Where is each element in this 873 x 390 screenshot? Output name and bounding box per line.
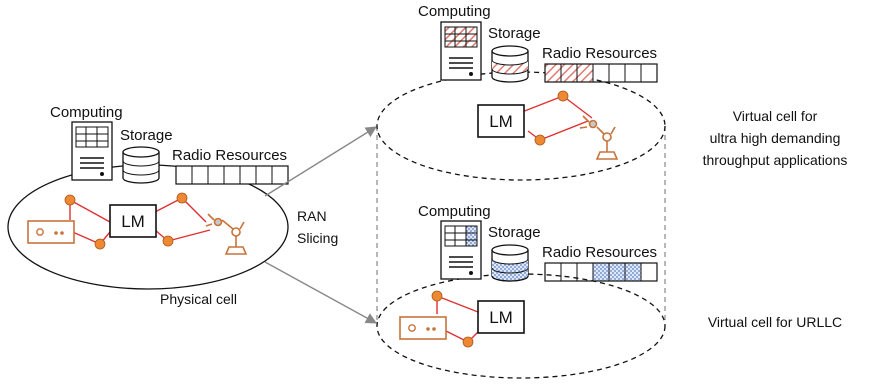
bottom-lm-label: LM	[489, 308, 513, 327]
top-node	[557, 90, 569, 102]
bottom-radio-label: Radio Resources	[542, 244, 657, 261]
physical-server-icon	[71, 121, 113, 181]
ran-label: RAN	[297, 208, 327, 224]
physical-storage-icon	[122, 146, 160, 184]
bottom-storage-label: Storage	[488, 224, 541, 241]
physical-robot-arm-icon	[205, 213, 248, 255]
bottom-storage-icon	[491, 244, 529, 282]
physical-node	[162, 235, 174, 247]
top-caption-line2: ultra high demanding	[710, 130, 841, 146]
physical-computing-label: Computing	[50, 104, 123, 121]
virtual-cell-top-group: Computing Storage Radio Resources	[376, 3, 848, 181]
physical-radio-label: Radio Resources	[172, 147, 287, 164]
top-server-icon	[440, 21, 482, 81]
top-radio-blocks	[544, 63, 658, 83]
bottom-lm-box: LM	[477, 300, 525, 334]
top-storage-label: Storage	[488, 25, 541, 42]
physical-lm-label: LM	[121, 212, 145, 231]
top-nodes	[534, 90, 569, 146]
slicing-arrow-up	[264, 126, 377, 197]
bottom-node	[462, 336, 474, 348]
top-computing-label: Computing	[418, 3, 491, 20]
bottom-nodes	[431, 290, 474, 348]
physical-radio-blocks	[175, 165, 289, 185]
physical-radio-device-icon	[27, 220, 75, 244]
physical-lm-box: LM	[109, 204, 157, 238]
bottom-radio-blocks	[544, 262, 658, 282]
bottom-node	[431, 290, 443, 302]
physical-cell-caption: Physical cell	[160, 291, 237, 307]
physical-cell-group: Computing Storage Radio Resources	[7, 104, 289, 307]
bottom-computing-label: Computing	[418, 203, 491, 220]
top-radio-label: Radio Resources	[542, 45, 657, 62]
physical-nodes	[64, 192, 188, 250]
slicing-label: Slicing	[297, 230, 338, 246]
bottom-radio-device-icon	[399, 316, 447, 340]
virtual-cell-bottom-group: Computing Storage Radio Resources	[376, 203, 842, 379]
top-lm-label: LM	[489, 112, 513, 131]
top-caption-line1: Virtual cell for	[733, 108, 818, 124]
slicing-arrow-down	[264, 261, 377, 324]
physical-node	[64, 194, 76, 206]
physical-node	[176, 192, 188, 204]
bottom-server-icon	[440, 220, 482, 280]
physical-node	[94, 238, 106, 250]
top-storage-icon	[491, 45, 529, 83]
top-caption-line3: throughput applications	[703, 152, 848, 168]
top-lm-box: LM	[477, 104, 525, 138]
bottom-caption: Virtual cell for URLLC	[708, 314, 842, 330]
top-node	[534, 134, 546, 146]
ran-slicing-arrows: RAN Slicing	[264, 126, 377, 324]
top-robot-arm-icon	[579, 115, 619, 160]
physical-storage-label: Storage	[120, 127, 173, 144]
top-links	[521, 95, 593, 141]
